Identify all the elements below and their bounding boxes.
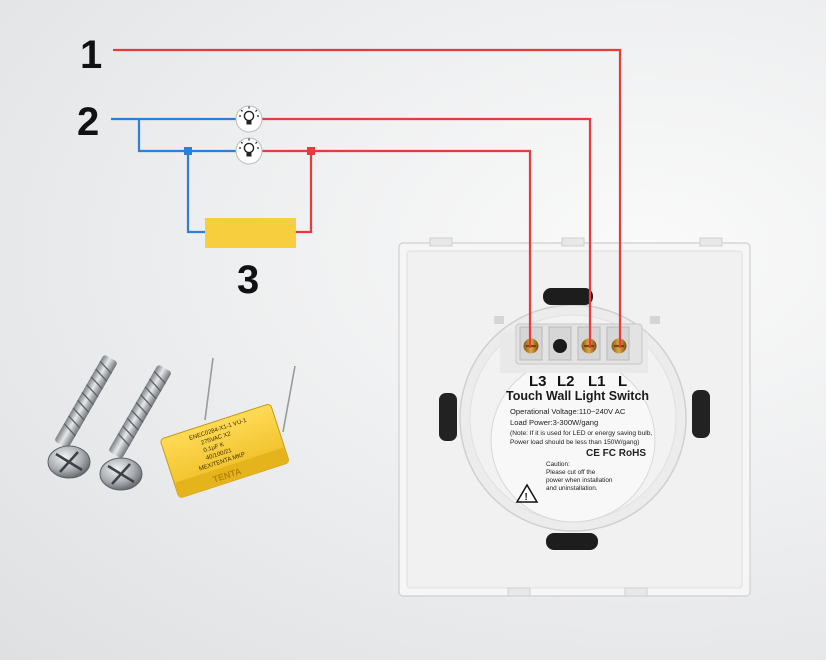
caution-line-2: power when installation [546,477,613,484]
terminal-label-l: L [618,373,627,390]
live-wires [113,48,622,348]
neutral-wire-branch [137,119,238,153]
capacitor-live-lead [295,151,313,234]
live-junction [307,147,315,155]
label-1: 1 [80,33,102,77]
switch-label: Touch Wall Light Switch Operational Volt… [506,389,652,503]
live-wire-l3 [262,149,532,348]
switch-title: Touch Wall Light Switch [506,389,649,403]
switch-voltage: Operational Voltage:110~240V AC [510,407,626,416]
terminal-label-l1: L1 [588,373,606,390]
terminal-label-l3: L3 [529,373,547,390]
switch-note-1: (Note: If it is used for LED or energy s… [510,430,652,437]
neutral-junction [184,147,192,155]
switch-back-panel [398,237,751,597]
certification-marks: CE FC RoHS [586,448,646,459]
caution-icon: ! [515,483,539,503]
caution-line-3: and uninstallation. [546,485,598,492]
terminal-block [515,323,643,365]
bulb-icon [235,105,263,133]
caution-line-1: Please cut off the [546,469,596,476]
terminal-l [606,326,630,361]
screw-2 [99,365,171,491]
switch-power: Load Power:3-300W/gang [510,418,598,427]
live-wire-1 [113,48,622,348]
bulb-icon [235,137,263,165]
screw-1 [47,355,117,479]
terminal-l2 [548,326,572,361]
live-wire-l1 [262,117,592,348]
terminal-label-l2: L2 [557,373,575,390]
label-2: 2 [77,100,99,144]
svg-text:!: ! [525,492,528,503]
switch-note-2: Power load should be less than 150W/gang… [510,439,639,446]
label-3: 3 [237,258,259,302]
neutral-wires [111,117,238,234]
capacitor-symbol [205,218,296,248]
capacitor-neutral-lead [186,151,206,234]
caution-title: Caution: [546,461,570,468]
capacitor-component: ENEC0284-X1-1 VU-1 275VAC X2 0.1µF K 40/… [160,357,296,498]
